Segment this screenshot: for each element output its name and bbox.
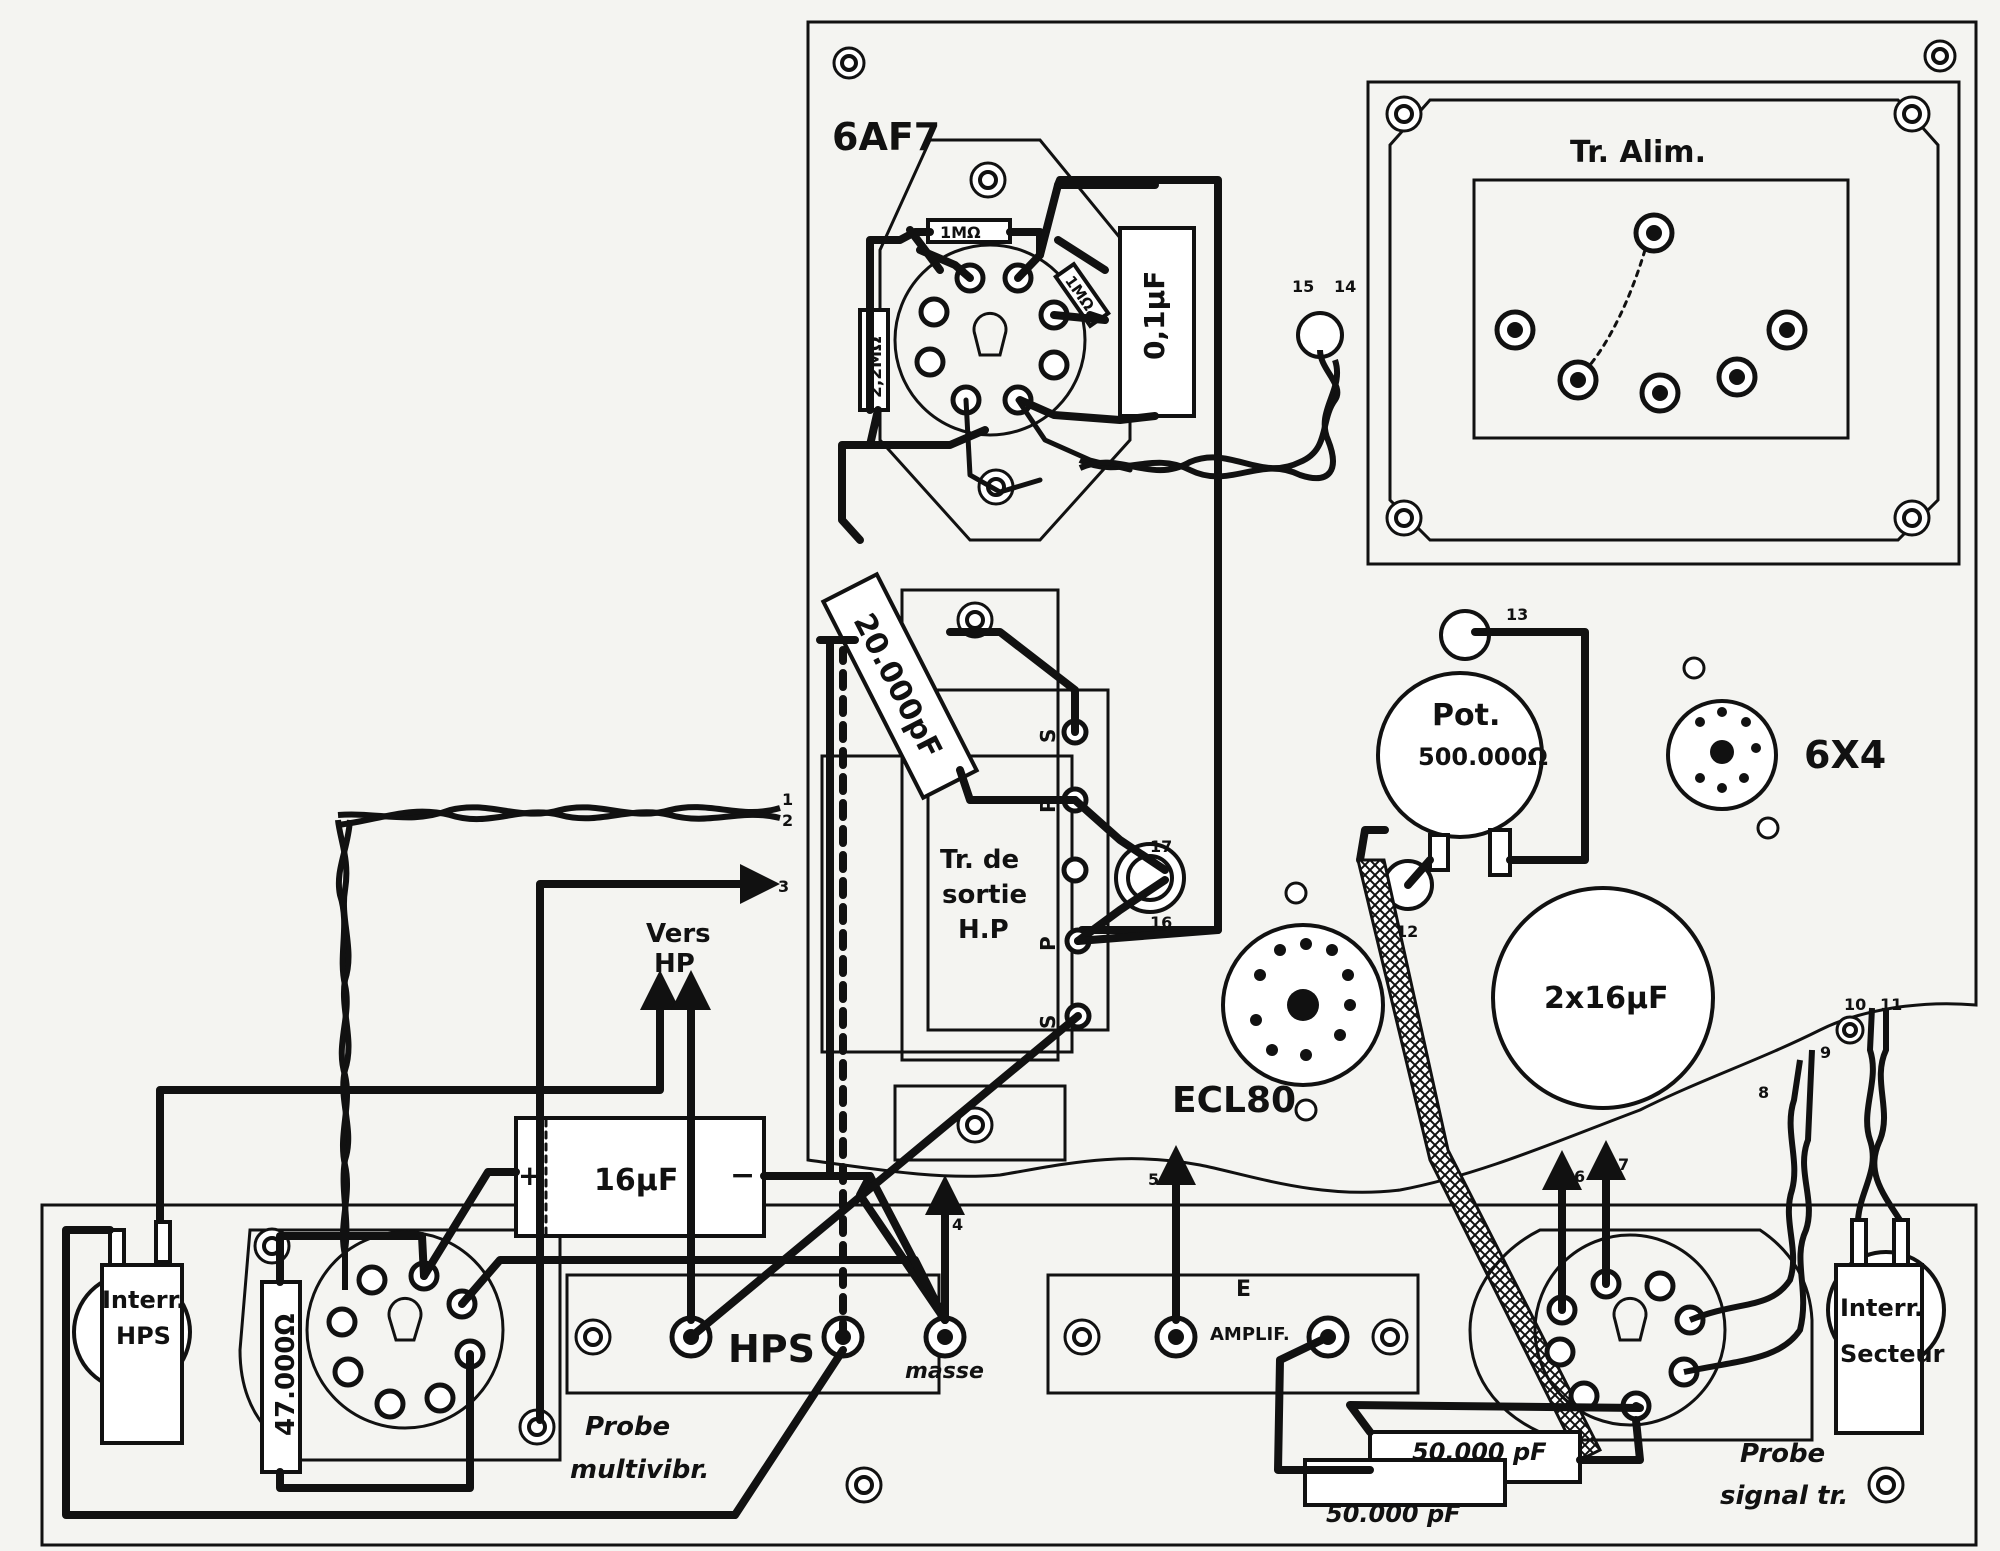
r-1m-a-label: 1MΩ [940,223,981,242]
hps-label: HPS [728,1327,815,1371]
r-47000-label: 47.000Ω [271,1314,301,1436]
potentiometer: Pot. 500.000Ω 13 12 [1356,605,1589,941]
probe-multivibr-socket: Probe multivibr. [238,1227,709,1485]
capacitor-2x16uf: 2x16µF [1491,886,1715,1110]
amplif-terminal-strip: E AMPLIF. [1046,1273,1420,1395]
terminal-17: 17 [1150,837,1172,856]
probe-signal-line-1: Probe [1740,1439,1825,1469]
bottom-chassis-panel [40,1203,1978,1547]
twisted-pair-14-15: 15 14 [1078,277,1356,482]
tube-ecl80-label: ECL80 [1172,1080,1296,1121]
interr-hps-switch: Interr. HPS [72,1220,192,1445]
main-chassis-panel [806,20,1978,1194]
terminal-14: 14 [1334,277,1356,296]
terminal-10: 10 [1844,995,1866,1014]
capacitor-16uf: + 16µF − [514,1116,766,1238]
tr-sortie-line-3: H.P [958,915,1009,945]
tube-ecl80: ECL80 [1172,881,1385,1122]
tr-sortie-line-2: sortie [942,880,1027,910]
tr-sortie-line-1: Tr. de [940,845,1019,875]
probe-multi-line-1: Probe [585,1412,670,1442]
tube-6x4-label: 6X4 [1804,733,1886,777]
interr-secteur-switch: Interr. Secteur [1826,1218,1946,1435]
cap-2x16-label: 2x16µF [1544,981,1669,1016]
wires: 1 2 3 Vers HP 4 5 6 7 8 9 [62,636,1903,1519]
terminal-8: 8 [1758,1083,1769,1102]
output-transformer-pins [1061,718,1092,1030]
pin-s-bottom: S [1036,1015,1060,1029]
terminal-13: 13 [1506,605,1528,624]
vers-hp-line-1: Vers [646,919,711,949]
terminal-15: 15 [1292,277,1314,296]
tube-6af7-assembly: 6AF7 1MΩ 1MΩ 2,2MΩ 0,1µF [832,115,1222,934]
terminal-3: 3 [778,877,789,896]
terminal-4: 4 [952,1215,963,1234]
probe-multi-line-2: multivibr. [570,1455,709,1485]
tube-6x4: 6X4 [1666,656,1886,840]
transformer-pins [1494,212,1808,414]
terminal-7: 7 [1618,1155,1629,1174]
capacitors-50000pf: 50.000 pF 50.000 pF [1303,1430,1582,1528]
cap-16-plus: + [518,1159,541,1192]
terminal-9: 9 [1820,1043,1831,1062]
tube-6af7-label: 6AF7 [832,115,940,159]
interr-hps-line-2: HPS [116,1322,171,1350]
tube-6af7-pins [914,262,1070,416]
interr-secteur-line-2: Secteur [1840,1340,1945,1368]
hps-terminal-strip: HPS masse [565,1273,984,1395]
interr-secteur-line-1: Interr. [1840,1294,1923,1322]
shielded-cable [1356,858,1603,1463]
cap-16-label: 16µF [594,1163,678,1198]
terminal-2: 2 [782,811,793,830]
amplif-label: AMPLIF. [1210,1324,1290,1345]
terminal-1: 1 [782,790,793,809]
terminal-16: 16 [1150,913,1172,932]
vers-hp-line-2: HP [654,949,695,979]
mounting-holes [832,39,1957,1504]
output-transformer: S P P S Tr. de sortie H.P 17 16 20.000pF [820,571,1222,1162]
terminal-6: 6 [1574,1167,1585,1186]
pot-label: Pot. [1432,698,1500,733]
interr-hps-line-1: Interr. [102,1286,185,1314]
pin-p-bottom: P [1036,936,1060,951]
cap-16-minus: − [730,1158,755,1193]
resistor-47000: 47.000Ω [260,1280,302,1474]
c-50000-b-label: 50.000 pF [1326,1500,1461,1528]
pot-value: 500.000Ω [1418,743,1548,771]
probe-signal-line-2: signal tr. [1720,1481,1848,1511]
terminal-11: 11 [1880,995,1902,1014]
e-label: E [1236,1277,1251,1302]
pin-s-top: S [1036,729,1060,743]
tr-alim-label: Tr. Alim. [1570,135,1706,170]
masse-label: masse [905,1359,984,1384]
power-transformer: Tr. Alim. [1366,80,1961,566]
terminal-5: 5 [1148,1170,1159,1189]
c-0-1uf-label: 0,1µF [1138,271,1171,360]
probe-signal-socket: Probe signal tr. [1468,1228,1848,1511]
